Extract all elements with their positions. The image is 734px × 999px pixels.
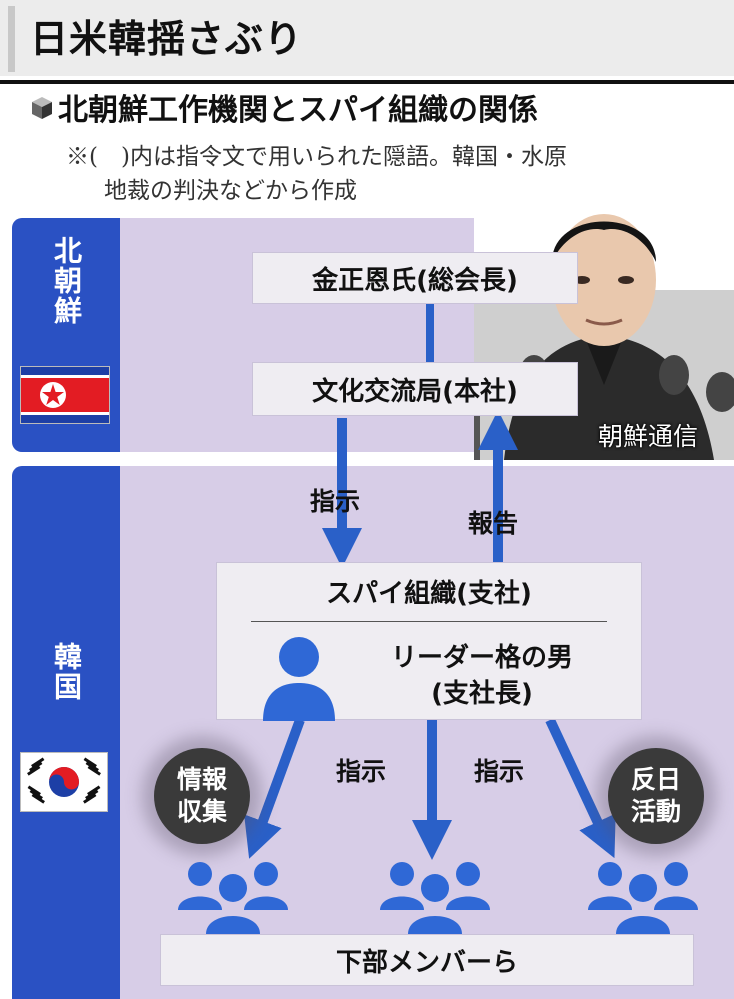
order-left-arrow [244, 718, 305, 859]
cube-icon [30, 89, 54, 135]
diagram-note-2: 地裁の判決などから作成 [104, 178, 357, 204]
intel-gathering-badge: 情報収集 [154, 748, 250, 844]
south-korea-flag-icon [20, 752, 108, 812]
article-title: 日米韓揺さぶり [30, 17, 304, 61]
order-down-label: 指示 [310, 487, 361, 516]
photo-credit: 朝鮮通信 [598, 422, 699, 451]
order-left-label: 指示 [336, 757, 387, 786]
spy-org-title: スパイ組織(支社) [326, 579, 532, 609]
south-korea-label: 韓国 [12, 642, 120, 710]
order-right-arrow [545, 717, 616, 859]
leader-node: 金正恩氏(総会長) [252, 252, 578, 304]
spy-leader-name: リーダー格の男 [390, 643, 573, 673]
south-korea-panel [12, 466, 734, 999]
intel-gathering-text: 情報収集 [176, 765, 227, 826]
anti-japan-activity-text: 反日活動 [630, 765, 681, 826]
north-korea-flag-icon [20, 366, 110, 424]
members-node: 下部メンバーら [160, 934, 694, 986]
spy-org-node: スパイ組織(支社) リーダー格の男 (支社長) [216, 562, 642, 721]
diagram-title-text: 北朝鮮工作機関とスパイ組織の関係 [58, 93, 538, 128]
member-group-icon [168, 858, 298, 938]
spy-org-divider [251, 621, 607, 622]
member-group-icon [578, 858, 708, 938]
person-icon [259, 631, 339, 721]
spy-leader-role: (支社長) [431, 679, 533, 709]
diagram-title: 北朝鮮工作機関とスパイ組織の関係 [30, 88, 538, 135]
member-group-icon [370, 858, 500, 938]
north-korea-label: 北朝鮮 [12, 236, 120, 334]
report-up-label: 報告 [468, 509, 519, 538]
header-divider [0, 80, 734, 84]
south-korea-label-text: 韓国 [50, 642, 83, 702]
north-korea-label-text: 北朝鮮 [50, 236, 83, 326]
order-right-label: 指示 [474, 757, 525, 786]
diagram-note: ※( )内は指令文で用いられた隠語。韓国・水原 [66, 144, 567, 170]
header-accent-bar [8, 6, 15, 72]
anti-japan-activity-badge: 反日活動 [608, 748, 704, 844]
south-korea-sidebar [12, 466, 120, 999]
bureau-node: 文化交流局(本社) [252, 362, 578, 416]
article-header [0, 0, 734, 76]
leader-bureau-connector [426, 303, 434, 363]
